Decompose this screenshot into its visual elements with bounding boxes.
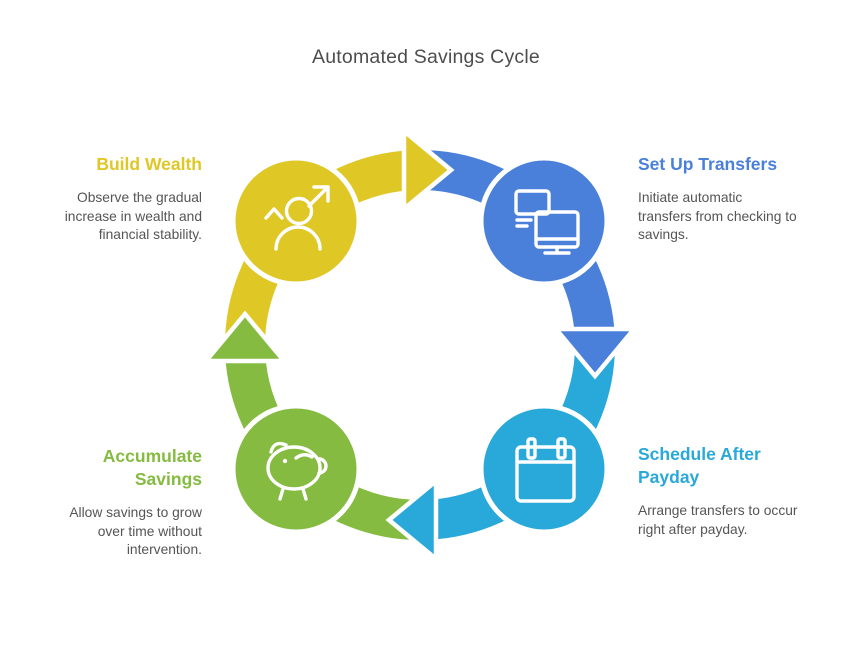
node-build-wealth: [230, 155, 362, 287]
step-accumulate-savings: Accumulate Savings Allow savings to grow…: [2, 445, 202, 560]
person-growth-icon: [264, 185, 330, 251]
step-set-up-transfers-label: Set Up Transfers: [638, 154, 778, 174]
step-accumulate-savings-label: Accumulate Savings: [102, 446, 202, 489]
step-set-up-transfers: Set Up Transfers Initiate automatic tran…: [638, 153, 843, 245]
node-schedule-after-payday: [478, 403, 610, 535]
node-set-up-transfers: [478, 155, 610, 287]
arrow-up-icon: [201, 310, 289, 364]
calendar-icon: [515, 437, 576, 503]
step-set-up-transfers-description: Initiate automatic transfers from checki…: [638, 190, 797, 242]
step-build-wealth-label: Build Wealth: [96, 154, 202, 174]
step-schedule-after-payday-label: Schedule After Payday: [638, 444, 761, 487]
arrow-right-icon: [401, 126, 455, 214]
step-build-wealth-description: Observe the gradual increase in wealth a…: [64, 190, 202, 242]
piggy-bank-icon: [266, 441, 328, 501]
node-accumulate-savings: [230, 403, 362, 535]
arrow-left-icon: [385, 476, 439, 564]
step-accumulate-savings-description: Allow savings to grow over time without …: [69, 505, 202, 557]
devices-transfer-icon: [514, 189, 580, 255]
arrow-down-icon: [551, 326, 639, 380]
step-build-wealth: Build Wealth Observe the gradual increas…: [2, 153, 202, 245]
step-schedule-after-payday: Schedule After Payday Arrange transfers …: [638, 443, 848, 539]
step-schedule-after-payday-description: Arrange transfers to occur right after p…: [638, 503, 798, 537]
page-title: Automated Savings Cycle: [312, 46, 540, 68]
cycle-arrows: [201, 126, 639, 564]
